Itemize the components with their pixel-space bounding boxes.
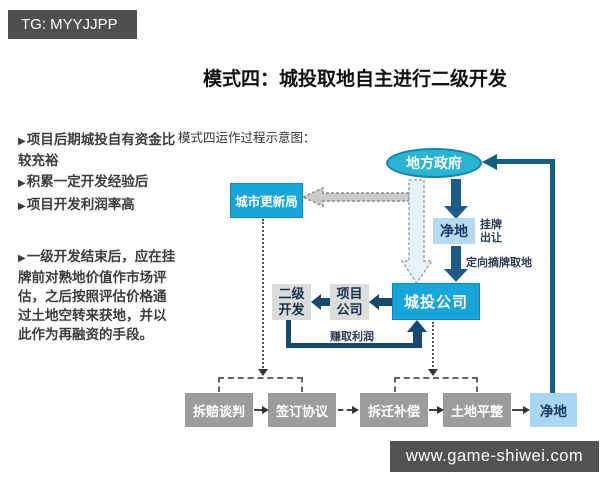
process-connector-icon <box>429 404 444 416</box>
page-title: 模式四：城投取地自主进行二级开发 <box>202 69 507 90</box>
process-connector-icon <box>254 404 269 416</box>
note-text: 一级开发结束后，应在挂牌前对熟地价值作市场评估，之后按照评估价格通过土地空转来获… <box>18 249 176 342</box>
profit-loop-head-icon <box>407 320 427 332</box>
profit-loop-up <box>413 332 422 348</box>
dotted-line-bureau-arrow-icon <box>258 369 268 376</box>
watermark-bottom-banner: www.game-shiwei.com <box>390 441 599 472</box>
arrow-project-to-secondary-head-icon <box>311 294 321 310</box>
feedback-arrowhead-icon <box>482 154 497 170</box>
dotted-line-bureau-to-process <box>262 219 264 371</box>
node-chengtou-company: 城投公司 <box>392 283 480 320</box>
process-connector-icon <box>338 404 359 416</box>
arrow-chengtou-to-project-head-icon <box>369 294 379 310</box>
arrow-gov-to-cleanland-head-icon <box>444 206 468 219</box>
watermark-top-banner: TG: MYYJJPP <box>8 10 137 39</box>
arrow-chengtou-to-project <box>379 298 392 306</box>
node-local-government: 地方政府 <box>386 148 482 178</box>
bracket-left-horizontal <box>218 377 303 379</box>
process-step-relocation-compensation: 拆迁补偿 <box>360 393 428 427</box>
bullet-icon: ▶ <box>18 201 26 212</box>
arrow-cleanland-to-chengtou <box>451 246 461 269</box>
bracket-right-horizontal <box>394 377 478 379</box>
node-urban-renewal-bureau: 城市更新局 <box>230 183 303 218</box>
bracket-left-leg1 <box>218 377 220 392</box>
node-clean-land-bottom: 净地 <box>530 393 577 427</box>
label-earn-profit: 赚取利润 <box>330 331 374 343</box>
arrow-cleanland-to-chengtou-head-icon <box>444 269 468 282</box>
bracket-right-leg1 <box>394 377 396 392</box>
bracket-right-leg2 <box>476 377 478 392</box>
note-text: 项目后期城投自有资金比较充裕 <box>18 132 176 168</box>
node-secondary-development: 二级 开发 <box>272 284 311 320</box>
note-item: ▶一级开发结束后，应在挂牌前对熟地价值作市场评估，之后按照评估价格通过土地空转来… <box>18 247 176 344</box>
label-listing-transfer: 挂牌 出让 <box>480 219 502 244</box>
bullet-icon: ▶ <box>18 136 26 147</box>
arrow-gov-to-cleanland <box>451 179 461 206</box>
node-project-company: 项目 公司 <box>330 284 369 320</box>
note-item: ▶积累一定开发经验后 <box>18 172 176 193</box>
note-item: ▶项目后期城投自有资金比较充裕 <box>18 130 176 170</box>
dashed-arrow-to-bureau-icon <box>301 186 410 208</box>
process-step-sign-agreement: 签订协议 <box>268 393 336 427</box>
label-targeted-delisting: 定向摘牌取地 <box>466 257 532 269</box>
diagram-caption: 模式四运作过程示意图： <box>178 131 316 145</box>
feedback-line-vertical <box>550 159 555 394</box>
note-text: 积累一定开发经验后 <box>26 174 149 189</box>
note-text: 项目开发利润率高 <box>26 197 135 212</box>
note-item: ▶项目开发利润率高 <box>18 195 176 216</box>
profit-loop-horizontal <box>286 343 418 348</box>
sidebar-notes: ▶项目后期城投自有资金比较充裕 ▶积累一定开发经验后 ▶项目开发利润率高 ▶一级… <box>18 130 176 346</box>
dashed-arrow-gov-to-chengtou-icon <box>400 179 434 285</box>
dotted-line-chengtou-to-process <box>432 322 434 371</box>
process-connector-icon <box>512 404 530 416</box>
arrow-project-to-secondary <box>321 298 330 306</box>
bracket-left-leg2 <box>301 377 303 392</box>
process-step-demolition-negotiation: 拆赔谈判 <box>185 393 253 427</box>
bullet-icon: ▶ <box>18 253 26 264</box>
profit-loop-down <box>286 320 291 348</box>
dotted-line-chengtou-arrow-icon <box>428 369 438 376</box>
node-clean-land-top: 净地 <box>433 218 475 244</box>
process-step-land-leveling: 土地平整 <box>443 393 511 427</box>
bullet-icon: ▶ <box>18 178 26 189</box>
feedback-line-horizontal <box>496 159 555 164</box>
